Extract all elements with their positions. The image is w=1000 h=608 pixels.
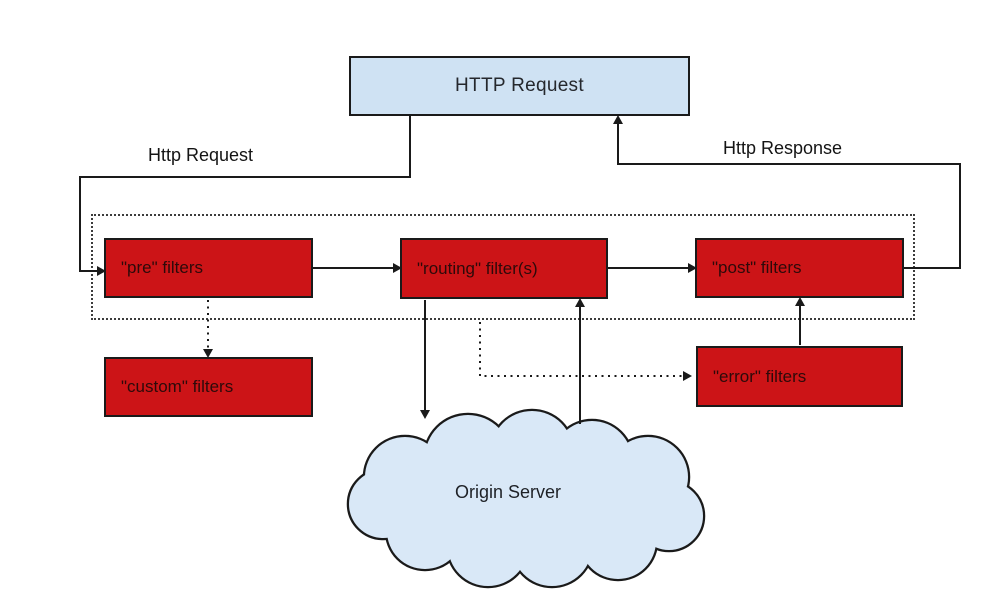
error-filters-label: "error" filters (713, 366, 807, 386)
post-filters-label: "post" filters (712, 258, 802, 277)
post-filters-box: "post" filters (695, 238, 904, 298)
arrow-response-to-request-box (613, 115, 961, 269)
pre-filters-box: "pre" filters (104, 238, 313, 298)
http-request-box: HTTP Request (349, 56, 690, 116)
custom-filters-label: "custom" filters (121, 377, 234, 396)
http-request-box-label: HTTP Request (455, 75, 584, 96)
routing-filters-label: "routing" filter(s) (417, 258, 538, 278)
routing-filters-box: "routing" filter(s) (400, 238, 608, 299)
pre-filters-label: "pre" filters (121, 258, 203, 277)
custom-filters-box: "custom" filters (104, 357, 313, 417)
http-response-edge-label: Http Response (723, 138, 843, 158)
arrow-request-to-pre (79, 116, 411, 276)
origin-server-label: Origin Server (454, 482, 562, 502)
http-request-edge-label: Http Request (148, 145, 254, 165)
dotted-arrow-chain-to-error (479, 322, 692, 381)
error-filters-box: "error" filters (696, 346, 903, 407)
